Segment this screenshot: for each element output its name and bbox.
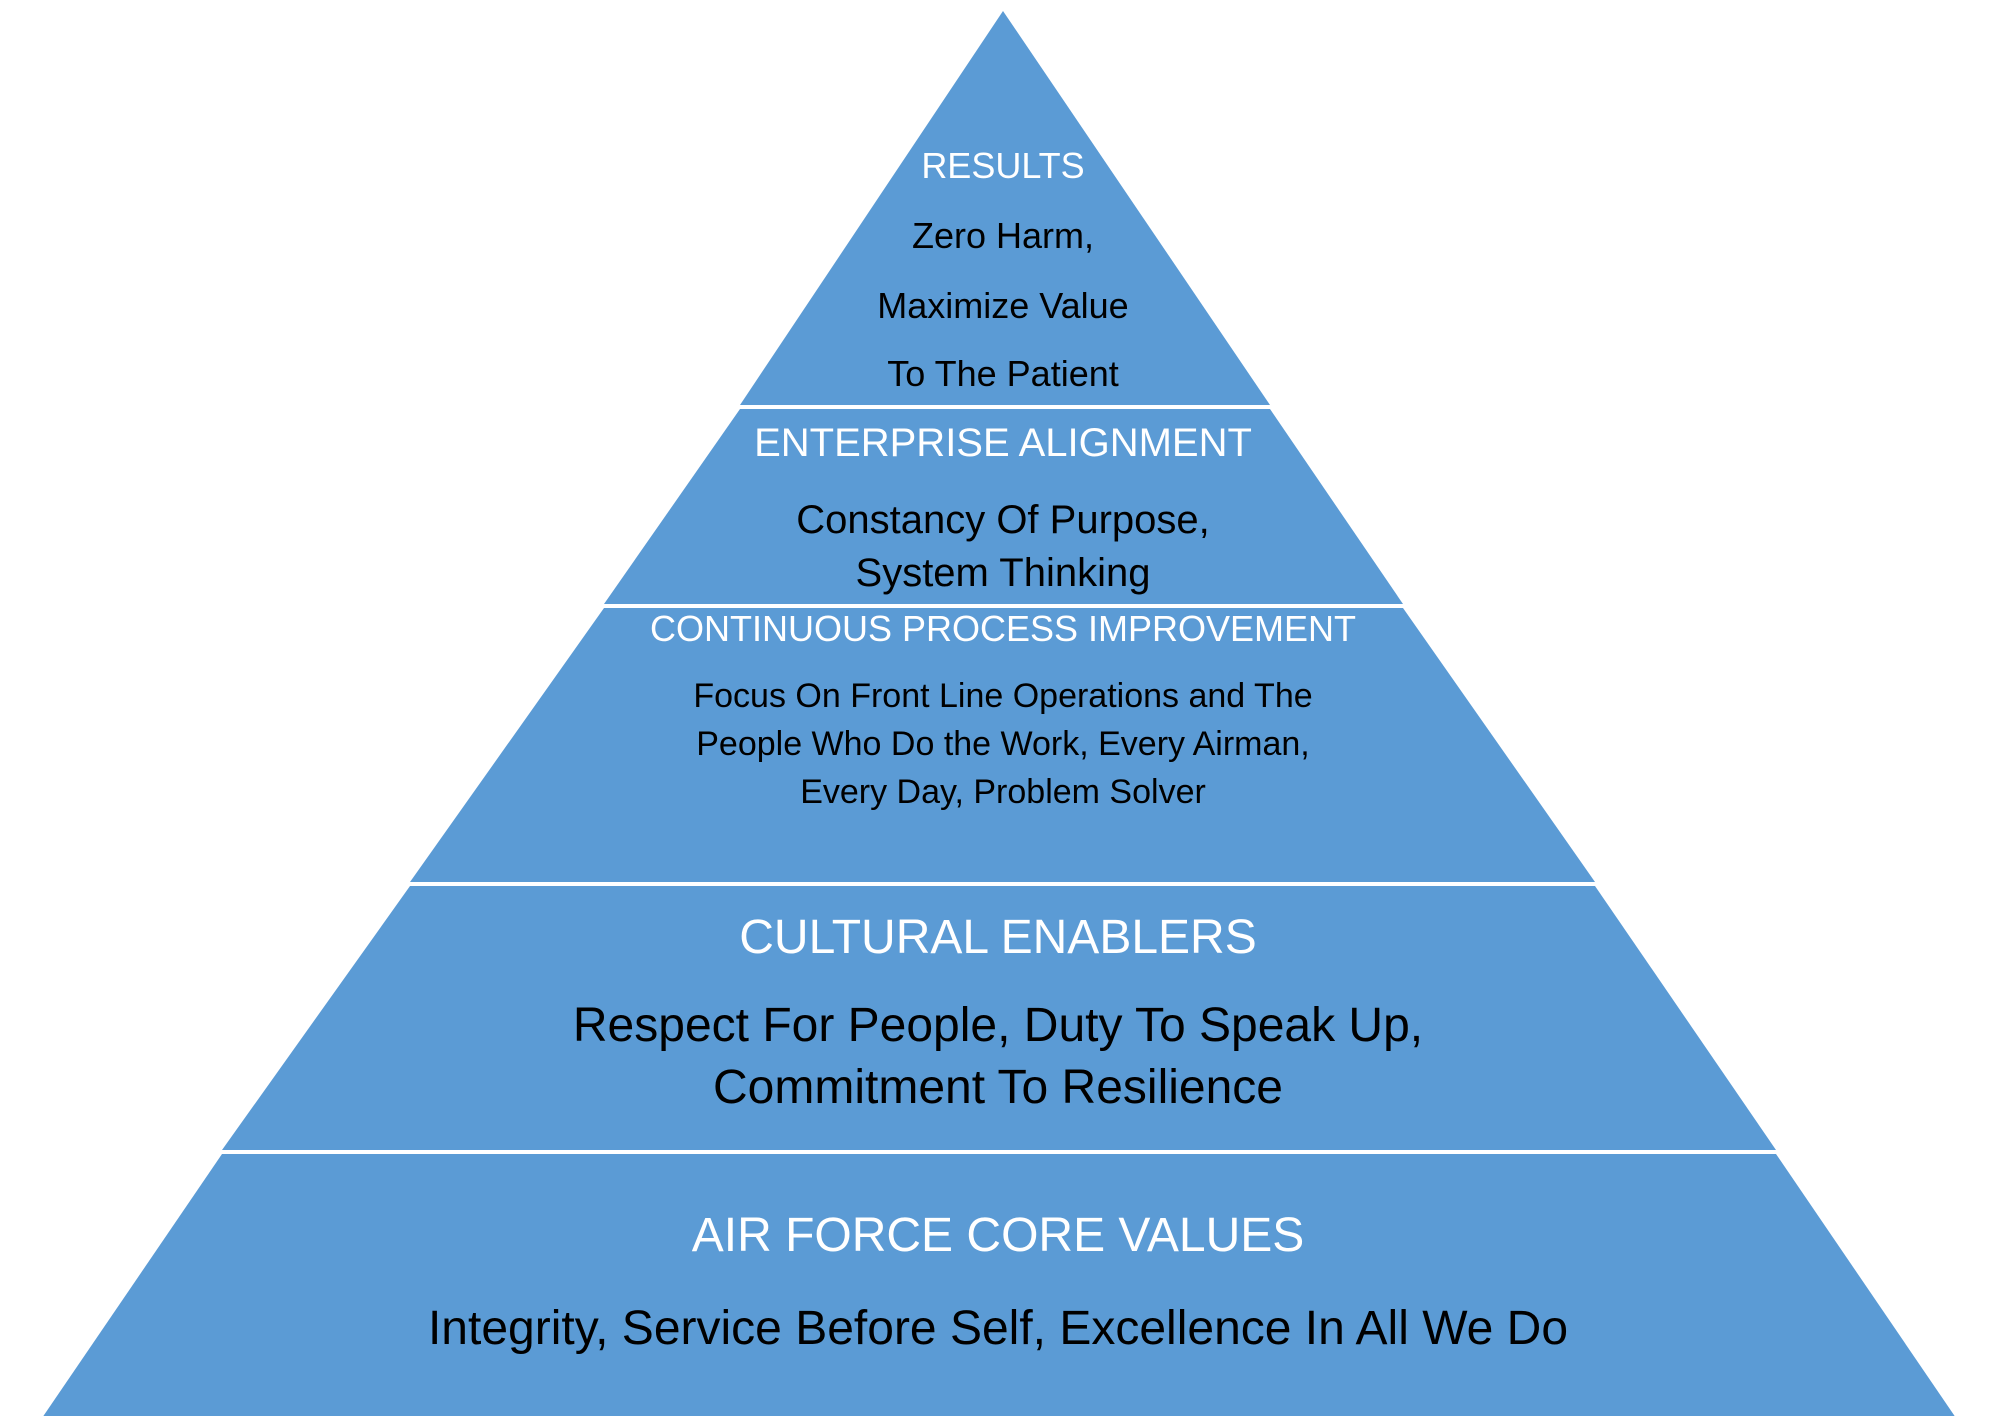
tier-heading-results: RESULTS — [921, 145, 1084, 186]
tier-air-force-core-values: AIR FORCE CORE VALUES Integrity, Service… — [428, 1209, 1568, 1355]
tier-enterprise-alignment: ENTERPRISE ALIGNMENT Constancy Of Purpos… — [754, 421, 1252, 595]
tier-line-results-2: Maximize Value — [877, 285, 1128, 326]
tier-line-air-force-core-values-1: Integrity, Service Before Self, Excellen… — [428, 1302, 1568, 1355]
tier-line-enterprise-alignment-1: Constancy Of Purpose, — [796, 498, 1210, 542]
tier-heading-air-force-core-values: AIR FORCE CORE VALUES — [692, 1209, 1305, 1262]
tier-line-cultural-enablers-2: Commitment To Resilience — [713, 1061, 1283, 1114]
tier-line-results-3: To The Patient — [887, 353, 1119, 394]
tier-shape-results — [740, 11, 1270, 405]
tier-line-cultural-enablers-1: Respect For People, Duty To Speak Up, — [573, 999, 1423, 1052]
tier-line-enterprise-alignment-2: System Thinking — [856, 551, 1151, 595]
tier-cultural-enablers: CULTURAL ENABLERS Respect For People, Du… — [573, 911, 1423, 1114]
tier-heading-cultural-enablers: CULTURAL ENABLERS — [739, 911, 1256, 964]
tier-results: RESULTS Zero Harm, Maximize Value To The… — [877, 145, 1128, 394]
tier-continuous-process-improvement: CONTINUOUS PROCESS IMPROVEMENT Focus On … — [650, 608, 1356, 811]
tier-heading-enterprise-alignment: ENTERPRISE ALIGNMENT — [754, 421, 1252, 465]
tier-shape-continuous-process-improvement — [410, 608, 1595, 882]
tier-shape-cultural-enablers — [222, 886, 1776, 1150]
tier-line-continuous-process-improvement-2: People Who Do the Work, Every Airman, — [696, 725, 1310, 763]
tier-line-continuous-process-improvement-1: Focus On Front Line Operations and The — [693, 677, 1312, 715]
tier-line-continuous-process-improvement-3: Every Day, Problem Solver — [800, 773, 1206, 811]
tier-line-results-1: Zero Harm, — [912, 215, 1094, 256]
tier-shape-air-force-core-values — [43, 1154, 1955, 1416]
tier-heading-continuous-process-improvement: CONTINUOUS PROCESS IMPROVEMENT — [650, 608, 1356, 649]
tier-shape-enterprise-alignment — [604, 409, 1403, 604]
